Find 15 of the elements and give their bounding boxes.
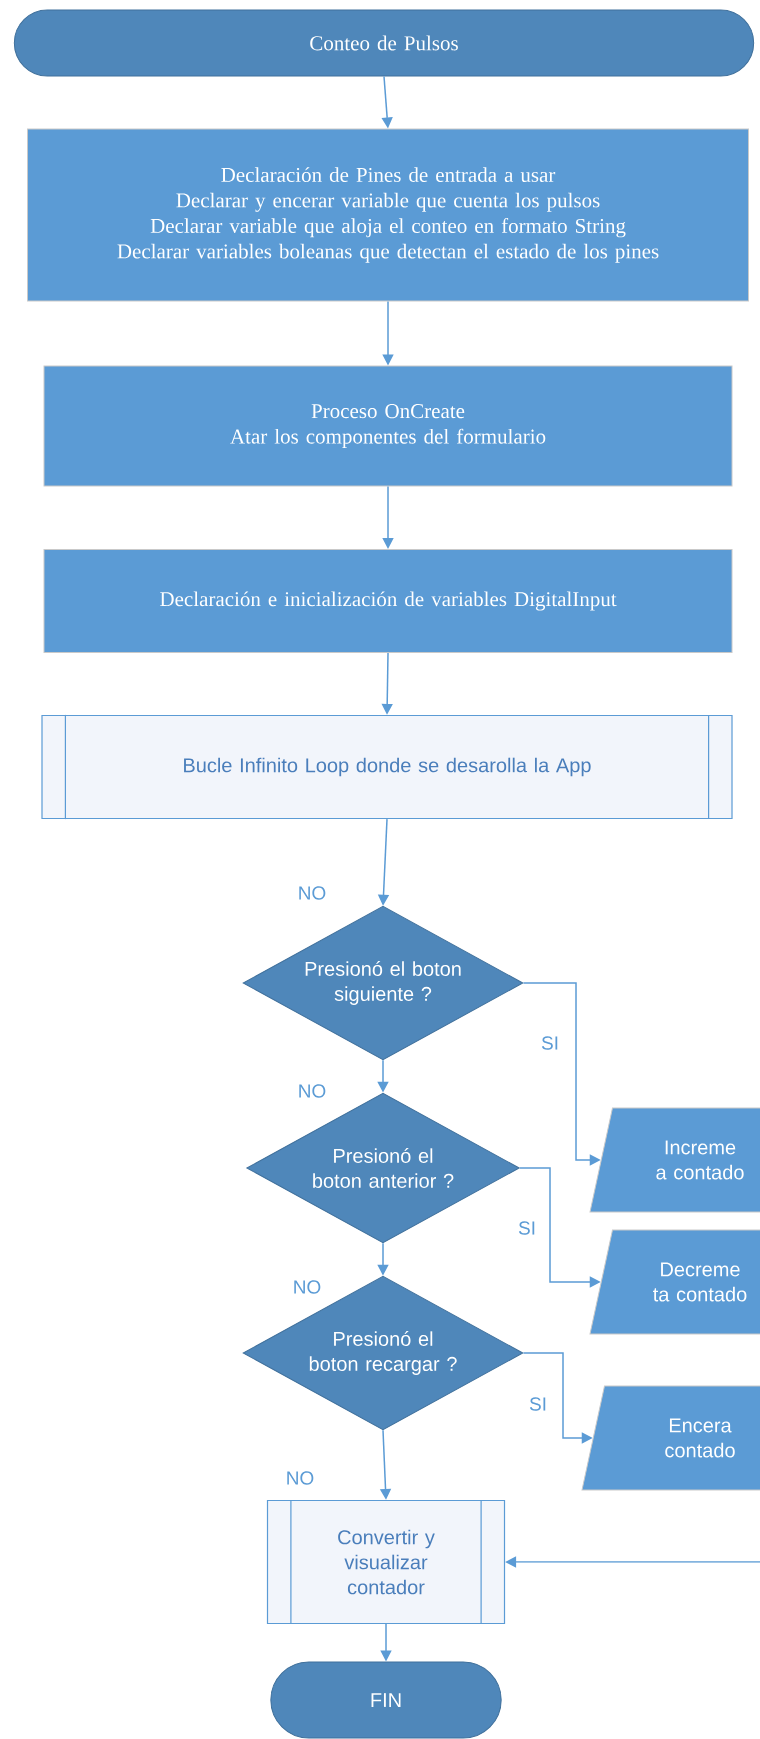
data-parallelogram: Encera contado	[581, 1385, 760, 1491]
subprocess-box: Bucle Infinito Loop donde se desarolla la App	[41, 714, 733, 820]
edge-label: SI	[540, 1035, 560, 1051]
data-parallelogram: Increme a contado	[589, 1107, 760, 1213]
edge-label: NO	[296, 885, 328, 901]
edge-label: SI	[528, 1396, 548, 1412]
edge-label: SI	[517, 1220, 537, 1236]
process-box: Declaración de Pines de entrada a usar Declarar y encerar variable que cuenta los pulsos Declarar variable que aloja el conteo en formato String Declarar variables boleanas que detectan el estado de los pines	[27, 128, 749, 302]
edge-label: NO	[291, 1279, 323, 1295]
edge-label: NO	[284, 1470, 316, 1486]
arrow	[382, 485, 394, 549]
process-box: Proceso OnCreate Atar los componentes del formulario	[43, 365, 733, 487]
subprocess-box: Convertir y visualizar contador	[266, 1499, 506, 1625]
process-box: Declaración e inicialización de variables DigitalInput	[43, 549, 733, 653]
data-parallelogram: Decreme ta contado	[589, 1229, 760, 1335]
